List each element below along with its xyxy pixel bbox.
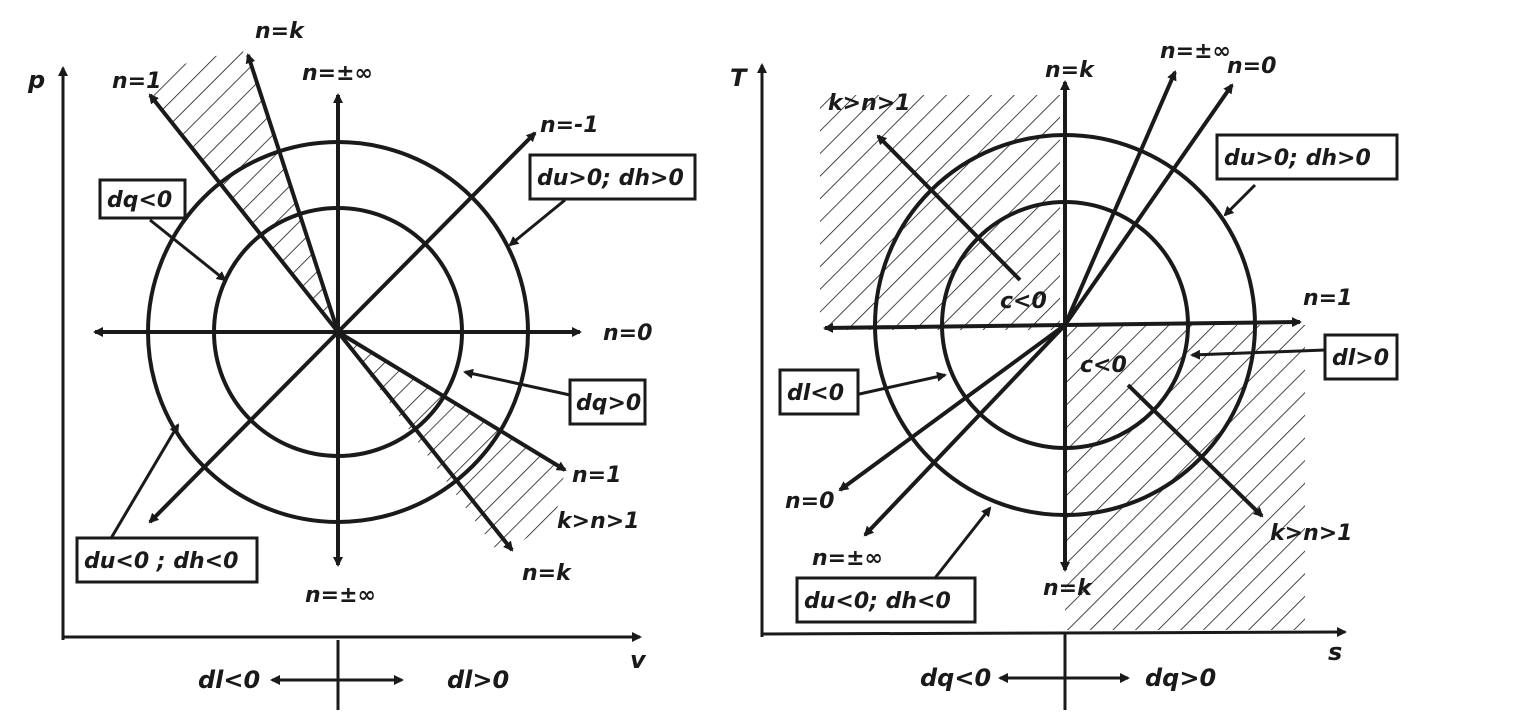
pv-ray-shallow — [148, 93, 340, 334]
svg-text:du<0 ; dh<0: du<0 ; dh<0 — [84, 549, 238, 574]
pv-ray-steep — [245, 53, 340, 333]
ts-leader-du-pos — [1223, 183, 1257, 217]
pv-leader-du-neg — [108, 423, 180, 541]
ts-ray-right — [1064, 317, 1302, 328]
pv-hatch-upper-wedge — [150, 50, 338, 332]
pv-ray-lower-steep-label: n=k — [522, 561, 572, 586]
ts-box-du-neg: du<0; dh<0 — [795, 576, 977, 624]
pv-ray-steep-label: n=k — [255, 19, 305, 44]
pv-ray-up-label: n=±∞ — [302, 61, 373, 86]
pv-hatch-lower-wedge — [338, 332, 565, 555]
ts-ray-lower-b — [863, 323, 1067, 537]
ts-ray-lower-a — [838, 323, 1067, 492]
pv-box-dq-pos: dq>0 — [568, 378, 647, 426]
pv-axes — [58, 66, 642, 642]
ts-leader-dl-neg — [854, 371, 947, 397]
ts-region-lower-right-label: k>n>1 — [1270, 521, 1352, 546]
pv-diagram: p v n=±∞ n=±∞ n=0 n=-1 n=k n=1 n=1 n=k k… — [27, 19, 697, 710]
pv-ray-down-label: n=±∞ — [305, 583, 376, 608]
pv-leader-dq-pos — [463, 368, 571, 397]
pv-bottom-right-label: dl>0 — [447, 666, 509, 694]
ts-ray-lower-a-label: n=0 — [785, 489, 834, 514]
ts-ray-lower-b-label: n=±∞ — [812, 546, 883, 571]
pv-leader-du-pos — [508, 198, 566, 247]
pv-ray-lower-shallow — [336, 330, 567, 472]
pv-ray-shallow-label: n=1 — [112, 69, 161, 94]
ts-x-axis-label: s — [1328, 638, 1342, 666]
ts-ray-upper-b — [1063, 83, 1234, 327]
pv-ray-upper-right — [336, 131, 537, 334]
pv-box-du-pos: du>0; dh>0 — [528, 153, 697, 201]
ts-ray-upper-a-label: n=±∞ — [1160, 39, 1231, 64]
ts-box-du-pos: du>0; dh>0 — [1215, 133, 1399, 181]
ts-region-upper-left-label: k>n>1 — [828, 91, 910, 116]
ts-x-axis — [761, 627, 1347, 638]
svg-text:dq>0: dq>0 — [576, 391, 641, 416]
ts-diag-upper-left — [876, 134, 1022, 282]
ts-box-dl-pos: dl>0 — [1323, 333, 1399, 381]
pv-ray-lower-left — [148, 330, 340, 524]
svg-text:dl>0: dl>0 — [1332, 346, 1389, 371]
pv-leader-dq-neg — [149, 218, 227, 282]
svg-text:dq<0: dq<0 — [107, 188, 172, 213]
ts-diag-lower-right — [1126, 383, 1264, 518]
pv-box-dq-neg: dq<0 — [98, 178, 187, 220]
ts-diagram: T s n=k n=k n=1 n=±∞ n=0 n=0 n=±∞ k>n>1 … — [730, 39, 1399, 710]
ts-leader-dl-pos — [1190, 348, 1326, 360]
svg-text:du>0; dh>0: du>0; dh>0 — [1224, 146, 1371, 171]
pv-ray-right-label: n=0 — [603, 321, 652, 346]
ts-ray-upper-b-label: n=0 — [1227, 54, 1276, 79]
pv-bottom-left-label: dl<0 — [198, 666, 260, 694]
ts-bottom-left-label: dq<0 — [920, 664, 991, 692]
pv-y-axis-label: p — [27, 66, 45, 94]
ts-hatch-lower-right — [1065, 325, 1305, 630]
ts-ray-right-label: n=1 — [1303, 286, 1352, 311]
svg-text:dl<0: dl<0 — [787, 381, 844, 406]
pv-ray-upper-right-label: n=-1 — [540, 113, 599, 138]
ts-ray-upper-a — [1063, 70, 1177, 326]
svg-text:du<0; dh<0: du<0; dh<0 — [804, 589, 951, 614]
ts-ray-left — [823, 322, 1066, 333]
ts-leader-du-neg — [933, 506, 992, 579]
ts-bottom-right-label: dq>0 — [1145, 664, 1216, 692]
svg-text:du>0; dh>0: du>0; dh>0 — [537, 166, 684, 191]
ts-ray-down-label: n=k — [1043, 576, 1093, 601]
pv-region-label: k>n>1 — [557, 509, 639, 534]
pv-ray-lower-steep — [336, 330, 514, 552]
ts-ray-up-label: n=k — [1045, 58, 1095, 83]
ts-c-lower-label: c<0 — [1080, 353, 1127, 378]
ts-c-upper-label: c<0 — [1000, 289, 1047, 314]
pv-box-du-neg: du<0 ; dh<0 — [75, 536, 259, 584]
pv-ray-lower-shallow-label: n=1 — [572, 463, 621, 488]
ts-y-axis-label: T — [730, 64, 748, 92]
ts-box-dl-neg: dl<0 — [778, 368, 860, 416]
pv-x-axis-label: v — [630, 646, 647, 674]
